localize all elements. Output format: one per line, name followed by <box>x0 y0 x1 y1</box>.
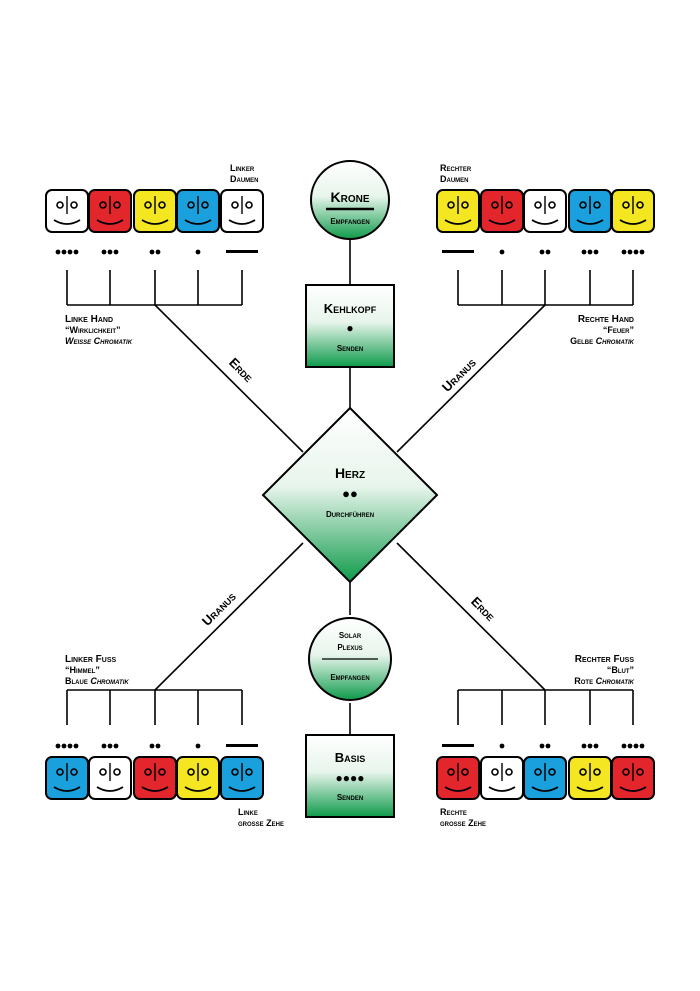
white-profile-glyph-icon <box>480 756 524 800</box>
linker-fuss-title: Linker Fuß <box>65 654 116 665</box>
white-wind-glyph-icon <box>220 189 264 233</box>
red-mouth-glyph-icon <box>480 189 524 233</box>
finger-label-links-1: Linker <box>230 163 255 173</box>
solar-plexus-node: Solar Plexus Empfangen <box>308 617 392 701</box>
krone-sub: Empfangen <box>330 217 369 226</box>
number-dot-notation <box>581 743 599 749</box>
linker-fuss-chromatik: Blaue Chromatik <box>65 676 129 686</box>
number-dot-notation <box>195 743 201 749</box>
linke-hand-title: Linke Hand <box>65 314 113 325</box>
sleeping-face-glyph-icon <box>45 189 89 233</box>
finger-label-rechts-2: Daumen <box>440 174 469 184</box>
axis-label-upper-right: Uranus <box>439 355 479 395</box>
number-dot-notation <box>621 743 645 749</box>
white-steps-glyph-icon <box>88 756 132 800</box>
number-dot-notation <box>195 249 201 255</box>
rechter-fuss-chromatik: Rote Chromatik <box>574 676 634 686</box>
herz-node: Herz ●● Durchführen <box>261 406 439 584</box>
rechter-fuss-subtitle: “Blut” <box>607 665 634 675</box>
limb-label-linke-hand: Linke Hand “Wirklichkeit” Weisse Chromat… <box>65 314 133 346</box>
herz-sub: Durchführen <box>326 510 374 519</box>
linker-fuss-subtitle: “Himmel” <box>65 665 100 675</box>
number-dot-notation <box>101 743 119 749</box>
linke-hand-subtitle: “Wirklichkeit” <box>65 325 121 335</box>
basis-title: Basis <box>335 750 365 765</box>
kehlkopf-node: Kehlkopf ● Senden <box>305 284 395 368</box>
limb-label-rechter-fuss: Rechter Fuß “Blut” Rote Chromatik <box>574 654 634 686</box>
number-dot-notation <box>539 249 551 255</box>
solar-line1: Solar <box>339 631 362 640</box>
axis-label-lower-right: Erde <box>468 594 498 624</box>
number-dot-notation <box>539 743 551 749</box>
red-seeds-glyph-icon <box>436 756 480 800</box>
solar-line2: Plexus <box>337 643 362 652</box>
blue-mask-glyph-icon <box>176 189 220 233</box>
yellow-star-glyph-icon <box>568 756 612 800</box>
number-dot-notation <box>55 249 79 255</box>
blue-face-glyph-icon <box>220 756 264 800</box>
red-question-glyph-icon <box>133 756 177 800</box>
number-dot-notation <box>442 250 474 253</box>
toe-label-rechts-1: Rechte <box>440 807 467 817</box>
number-dot-notation <box>101 249 119 255</box>
white-tongue-face-glyph-icon <box>523 189 567 233</box>
yellow-seed-glyph-icon <box>611 189 655 233</box>
yellow-question-glyph-icon <box>176 756 220 800</box>
rechte-hand-title: Rechte Hand <box>578 314 634 325</box>
number-dot-notation <box>55 743 79 749</box>
blue-hills-glyph-icon <box>568 189 612 233</box>
rechter-fuss-title: Rechter Fuß <box>575 654 635 665</box>
number-dot-notation <box>499 743 505 749</box>
toe-label-links-1: Linke <box>238 807 258 817</box>
herz-dots: ●● <box>342 486 358 501</box>
yellow-profile-glyph-icon <box>133 189 177 233</box>
toe-label-links-2: große Zehe <box>238 818 284 828</box>
kehlkopf-title: Kehlkopf <box>324 301 377 316</box>
linke-hand-chromatik: Weisse Chromatik <box>65 336 133 346</box>
number-dot-notation <box>149 743 161 749</box>
finger-label-rechts-1: Rechter <box>440 163 472 173</box>
herz-title: Herz <box>335 465 365 481</box>
kehlkopf-sub: Senden <box>337 344 363 353</box>
red-pillars-glyph-icon <box>88 189 132 233</box>
number-dot-notation <box>442 744 474 747</box>
limb-label-linker-fuss: Linker Fuß “Himmel” Blaue Chromatik <box>65 654 129 686</box>
yellow-face-glyph-icon <box>436 189 480 233</box>
kehlkopf-dots: ● <box>346 321 353 335</box>
number-dot-notation <box>621 249 645 255</box>
basis-node: Basis ●●●● Senden <box>305 734 395 818</box>
rechte-hand-subtitle: “Feuer” <box>603 325 634 335</box>
red-moon-glyph-icon <box>611 756 655 800</box>
basis-sub: Senden <box>337 793 363 802</box>
number-dot-notation <box>149 249 161 255</box>
finger-label-links-2: Daumen <box>230 174 259 184</box>
basis-dots: ●●●● <box>336 771 365 785</box>
limb-label-rechte-hand: Rechte Hand “Feuer” Gelbe Chromatik <box>570 314 635 346</box>
rechte-hand-chromatik: Gelbe Chromatik <box>570 336 635 346</box>
glyph-layer <box>45 189 655 800</box>
blue-eye-glyph-icon <box>45 756 89 800</box>
number-dot-notation <box>499 249 505 255</box>
blue-hand-glyph-icon <box>523 756 567 800</box>
krone-node: Krone Empfangen <box>310 160 390 240</box>
axis-label-lower-left: Uranus <box>199 589 239 629</box>
number-dot-notation <box>226 744 258 747</box>
connector-lines <box>66 235 634 735</box>
solar-sub: Empfangen <box>330 673 369 682</box>
toe-label-rechts-2: große Zehe <box>440 818 486 828</box>
krone-title: Krone <box>330 189 369 205</box>
number-dot-notation <box>581 249 599 255</box>
number-dot-notation <box>226 250 258 253</box>
